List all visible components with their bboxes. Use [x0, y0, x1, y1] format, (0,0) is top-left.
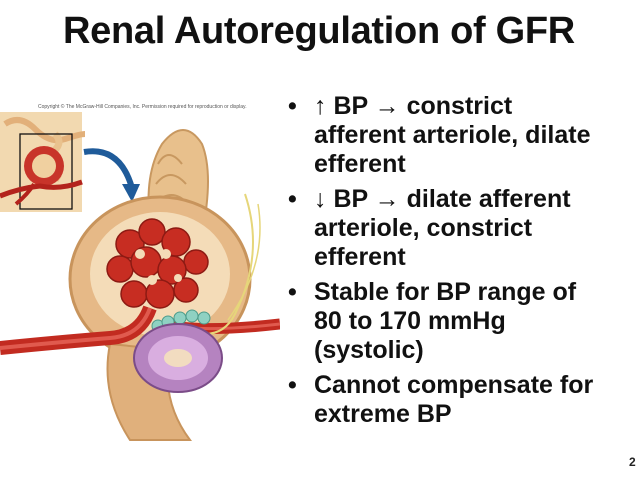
copyright-notice: Copyright © The McGraw-Hill Companies, I… [38, 104, 247, 110]
bullet-item: • Cannot compensate for extreme BP [286, 371, 638, 429]
inset-kidney-detail [0, 112, 86, 212]
bullet-text: ↑ BP → constrict afferent arteriole, dil… [314, 92, 591, 178]
bullet-item: • Stable for BP range of 80 to 170 mmHg (… [286, 278, 638, 365]
bullet-text: Cannot compensate for extreme BP [314, 371, 594, 428]
bullet-marker: • [288, 278, 297, 306]
bullet-item: • ↓ BP → dilate afferent arteriole, const… [286, 185, 638, 272]
slide-title: Renal Autoregulation of GFR [63, 10, 575, 52]
bullet-text: Stable for BP range of 80 to 170 mmHg (s… [314, 278, 577, 364]
bullet-text: ↓ BP → dilate afferent arteriole, constr… [314, 185, 571, 271]
bullet-item: • ↑ BP → constrict afferent arteriole, di… [286, 92, 638, 179]
glomerulus-illustration [0, 112, 280, 441]
bullet-marker: • [288, 185, 297, 213]
bullet-list: • ↑ BP → constrict afferent arteriole, di… [286, 92, 638, 435]
zoom-arrow-icon [83, 148, 135, 189]
bullet-marker: • [288, 371, 297, 399]
page-number: 2 [629, 455, 636, 469]
bullet-marker: • [288, 92, 297, 120]
